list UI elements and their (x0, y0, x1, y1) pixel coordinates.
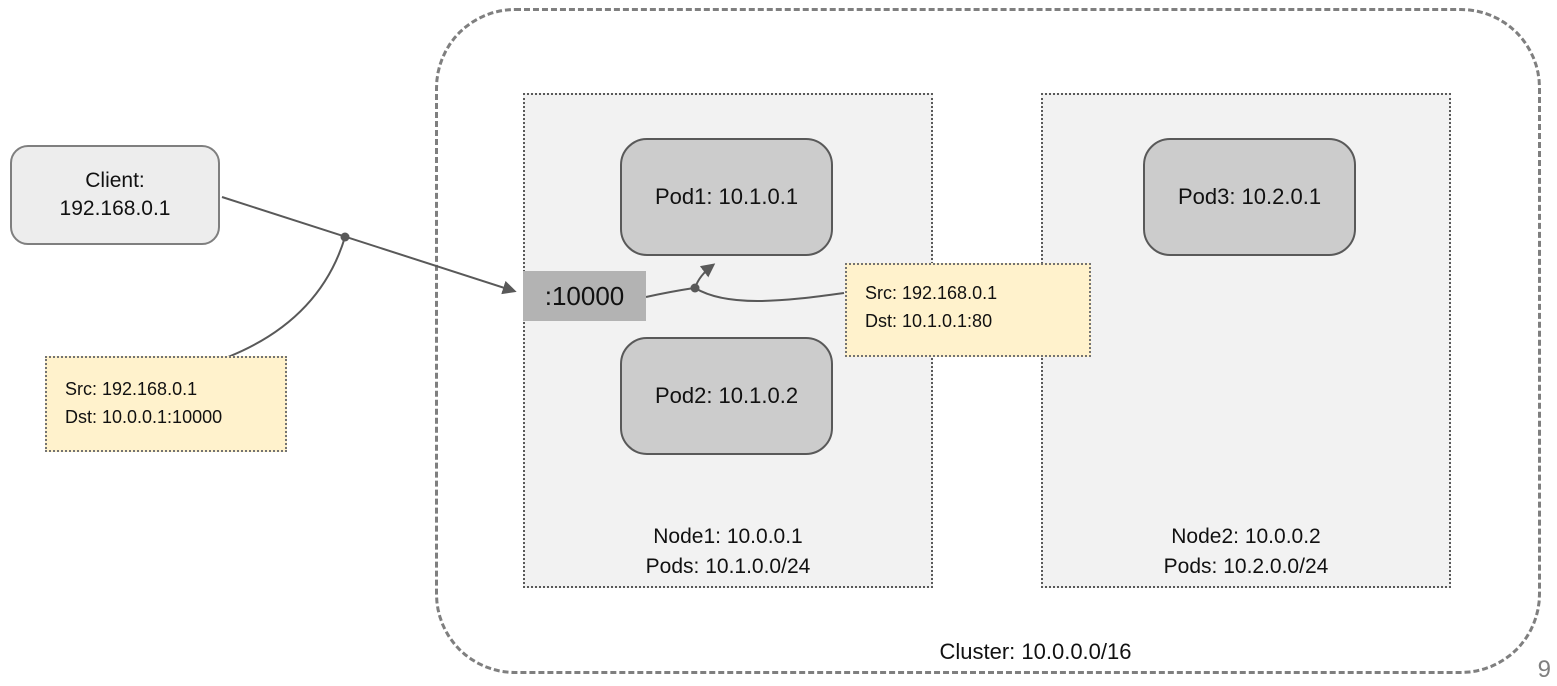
packet-annotation-1: Src: 192.168.0.1 Dst: 10.0.0.1:10000 (45, 356, 287, 452)
packet1-dst: Dst: 10.0.0.1:10000 (65, 406, 223, 427)
packet-annotation-2: Src: 192.168.0.1 Dst: 10.1.0.1:80 (845, 263, 1091, 357)
client-label-line2: 192.168.0.1 (59, 197, 171, 220)
cluster-label: Cluster: 10.0.0.0/16 (939, 639, 1132, 664)
pod3-box: Pod3: 10.2.0.1 (1143, 138, 1356, 256)
pod2-box: Pod2: 10.1.0.2 (620, 337, 833, 455)
pod1-box: Pod1: 10.1.0.1 (620, 138, 833, 256)
node1-label-line2: Pods: 10.1.0.0/24 (645, 555, 811, 579)
node2-label-line2: Pods: 10.2.0.0/24 (1163, 555, 1329, 579)
client-label-line1: Client: (85, 168, 145, 192)
node2-label: Node2: 10.0.0.2 Pods: 10.2.0.0/24 (1043, 522, 1449, 582)
node2-label-line1: Node2: 10.0.0.2 (1171, 525, 1321, 549)
pod1-label: Pod1: 10.1.0.1 (654, 184, 799, 209)
packet2-dst: Dst: 10.1.0.1:80 (865, 310, 993, 331)
pod3-label: Pod3: 10.2.0.1 (1177, 184, 1322, 209)
node1-label: Node1: 10.0.0.1 Pods: 10.1.0.0/24 (525, 522, 931, 582)
service-port-badge: :10000 (523, 271, 646, 321)
node2-box: Pod3: 10.2.0.1 Node2: 10.0.0.2 Pods: 10.… (1041, 93, 1451, 588)
page-number: 9 (1537, 656, 1551, 683)
node1-label-line1: Node1: 10.0.0.1 (653, 525, 803, 549)
packet2-src: Src: 192.168.0.1 (865, 283, 998, 303)
junction-dot-client-line (340, 232, 350, 242)
connector-junction-to-packet1 (227, 236, 346, 358)
client-box: Client: 192.168.0.1 (10, 145, 220, 245)
packet1-src: Src: 192.168.0.1 (65, 379, 198, 399)
pod2-label: Pod2: 10.1.0.2 (654, 383, 799, 408)
